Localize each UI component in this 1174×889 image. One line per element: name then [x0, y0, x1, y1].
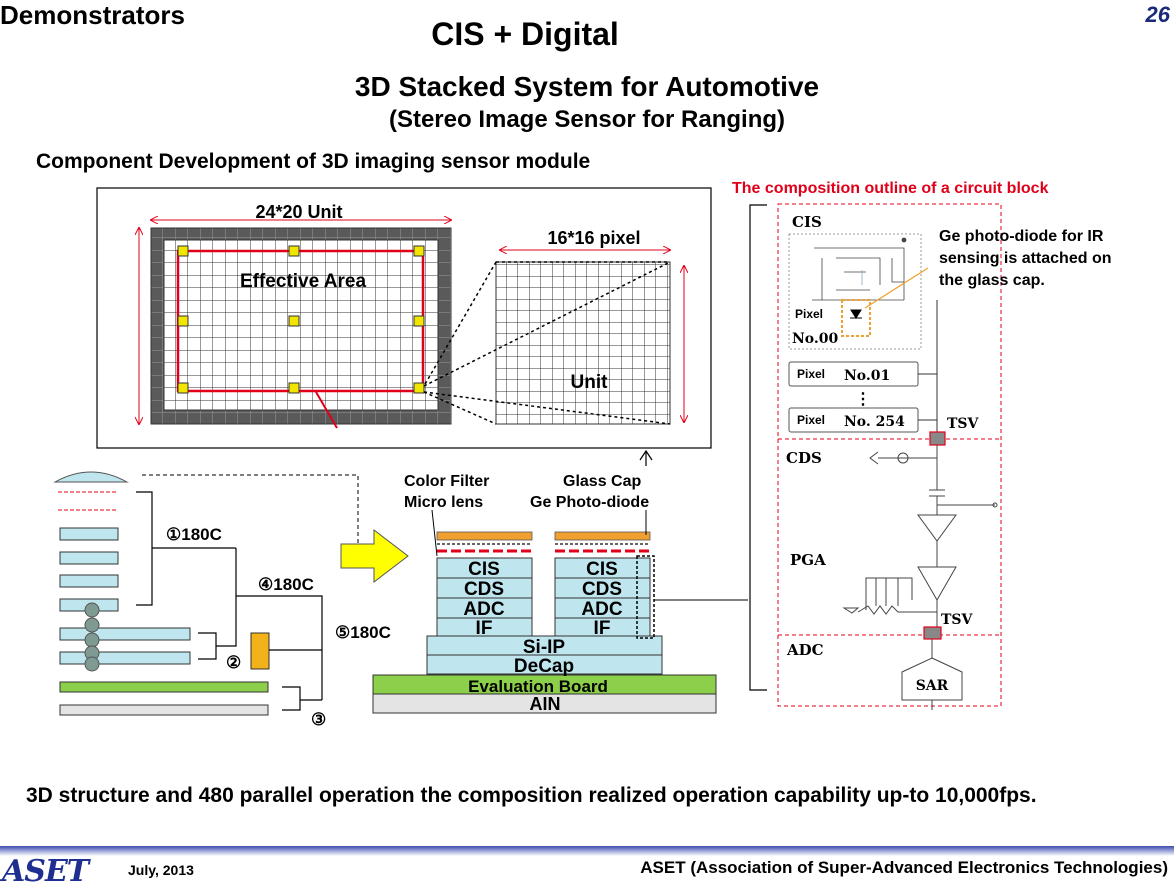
- pixel-count-label: 16*16 pixel: [547, 228, 640, 248]
- stack-cross-section: Color Filter Micro lens Glass Cap Ge Pho…: [372, 449, 748, 714]
- tsv-pad-2: [923, 626, 942, 640]
- circuit-cis-label: CIS: [792, 213, 822, 231]
- assembly-arrow-icon: [340, 528, 409, 584]
- pixel-01-number: No.01: [844, 368, 890, 384]
- slide-subtitle: 3D Stacked System for Automotive (Stereo…: [0, 70, 1174, 136]
- unit-label: Unit: [571, 372, 609, 393]
- circuit-block-title: The composition outline of a circuit blo…: [732, 180, 1049, 197]
- step-4-label: ④180C: [258, 575, 314, 594]
- pixel-01-label: Pixel: [797, 367, 825, 381]
- step-2-label: ②: [226, 653, 241, 672]
- sensor-pads: [177, 245, 425, 394]
- slide-title: CIS + Digital: [431, 16, 619, 52]
- footer-date: July, 2013: [128, 862, 194, 878]
- sensor-array-diagram: 24*20 Unit Effective Area 16*16 pixel Un…: [96, 187, 712, 449]
- layer-cis-left: CIS: [468, 559, 500, 580]
- ain-label: AIN: [530, 694, 561, 714]
- micro-lens-label: Micro lens: [404, 494, 483, 511]
- footer-divider: [0, 846, 1174, 856]
- assembly-process-diagram: ①180C ② ③ ④180C ⑤180C: [53, 471, 409, 729]
- layer-cds-left: CDS: [464, 579, 504, 600]
- tsv-pad-1: [929, 431, 946, 446]
- ge-photodiode-label: Ge Photo-diode: [530, 494, 649, 511]
- circuit-block-diagram: The composition outline of a circuit blo…: [732, 180, 1111, 710]
- tsv-label-2: TSV: [941, 612, 974, 628]
- ge-note-line-1: Ge photo-diode for IR: [939, 228, 1104, 245]
- pixel-00-number: No.00: [792, 331, 839, 347]
- circuit-pga-label: PGA: [790, 551, 826, 569]
- layer-cis-right: CIS: [586, 559, 618, 580]
- ge-note-line-2: sensing is attached on: [939, 250, 1111, 267]
- effective-area-label: Effective Area: [240, 271, 366, 292]
- pixel-254-number: No. 254: [844, 414, 905, 430]
- pixel-254-label: Pixel: [797, 413, 825, 427]
- circuit-cds-label: CDS: [786, 449, 822, 467]
- step-5-label: ⑤180C: [335, 623, 391, 642]
- subtitle-line-2: (Stereo Image Sensor for Ranging): [388, 106, 786, 133]
- page-number: 26: [1145, 2, 1170, 27]
- sar-label: SAR: [916, 678, 949, 694]
- unit-count-label: 24*20 Unit: [255, 202, 342, 222]
- glass-cap-label: Glass Cap: [563, 473, 641, 490]
- layer-adc-right: ADC: [581, 599, 622, 620]
- si-ip-label: Si-IP: [523, 637, 566, 658]
- tsv-label-1: TSV: [947, 416, 980, 432]
- ge-note-line-3: the glass cap.: [939, 272, 1045, 289]
- layer-if-left: IF: [476, 618, 493, 639]
- section-heading: Component Development of 3D imaging sens…: [36, 150, 591, 173]
- footer-organization: ASET (Association of Super-Advanced Elec…: [640, 858, 1168, 877]
- step-3-label: ③: [311, 710, 326, 729]
- color-filter-label: Color Filter: [404, 473, 489, 490]
- layer-cds-right: CDS: [582, 579, 622, 600]
- step-1-label: ①180C: [166, 525, 222, 544]
- summary-statement: 3D structure and 480 parallel operation …: [26, 784, 1037, 807]
- circuit-adc-label: ADC: [786, 641, 824, 659]
- aset-logo: ASET: [2, 854, 89, 889]
- section-label: Demonstrators: [0, 0, 185, 30]
- pixel-ellipsis: ⋮: [855, 391, 871, 408]
- layer-adc-left: ADC: [463, 599, 504, 620]
- layer-if-right: IF: [594, 618, 611, 639]
- subtitle-line-1: 3D Stacked System for Automotive: [354, 71, 820, 102]
- evaluation-board-label: Evaluation Board: [468, 677, 608, 696]
- decap-label: DeCap: [514, 656, 574, 677]
- pixel-00-label: Pixel: [795, 307, 823, 321]
